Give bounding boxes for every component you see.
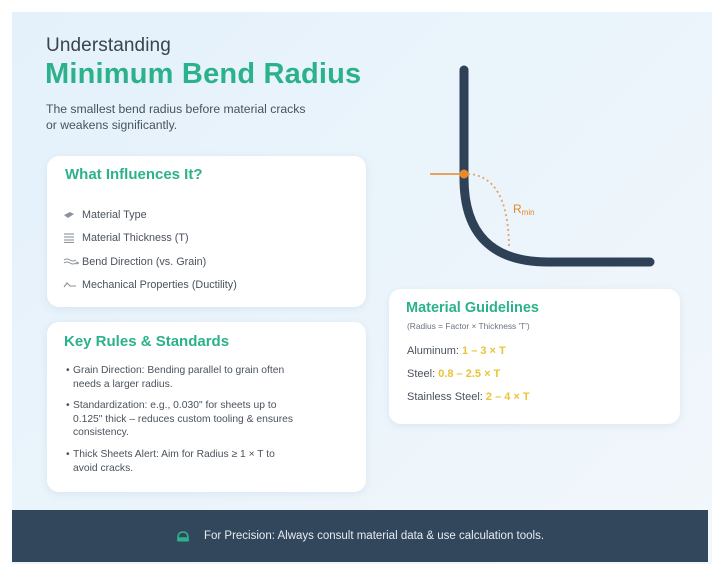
rule-text: Thick Sheets Alert: Aim for Radius ≥ 1 ×…: [73, 448, 275, 474]
footer-text: For Precision: Always consult material d…: [203, 530, 545, 542]
material-row: Steel: 0.8 – 2.5 × T: [407, 363, 530, 386]
bullet-icon: •: [66, 365, 70, 376]
influence-label: Bend Direction (vs. Grain): [82, 255, 207, 268]
influence-label: Material Thickness (T): [82, 232, 189, 245]
bullet-icon: •: [66, 400, 70, 412]
material-name: Stainless Steel:: [407, 391, 483, 403]
materials-title: Material Guidelines: [406, 300, 539, 316]
materials-formula-note: (Radius = Factor × Thickness 'T'): [407, 321, 530, 331]
bend-point-dot: [459, 169, 469, 179]
bent-sheet-shape: [459, 65, 655, 267]
rule-text: Standardization: e.g., 0.030" for sheets…: [73, 400, 294, 439]
rules-title: Key Rules & Standards: [64, 333, 230, 350]
footer-banner: For Precision: Always consult material d…: [12, 510, 708, 562]
influences-card: What Influences It? Material Type Materi…: [47, 156, 366, 307]
list-item: •Standardization: e.g., 0.030" for sheet…: [66, 399, 296, 440]
material-value: 0.8 – 2.5 × T: [438, 368, 501, 380]
eyebrow-heading: Understanding: [46, 35, 171, 56]
list-item: Bend Direction (vs. Grain): [63, 250, 237, 274]
rule-text: Grain Direction: Bending parallel to gra…: [73, 365, 285, 390]
grain-wave-icon: [63, 258, 80, 266]
material-value: 1 – 3 × T: [462, 345, 506, 357]
list-item: Material Type: [63, 203, 237, 227]
rules-list: •Grain Direction: Bending parallel to gr…: [66, 364, 296, 483]
bend-diagram: [430, 65, 655, 267]
influence-label: Mechanical Properties (Ductility): [82, 279, 237, 292]
rmin-main: R: [513, 202, 522, 216]
list-item: Mechanical Properties (Ductility): [63, 274, 237, 298]
list-item: •Thick Sheets Alert: Aim for Radius ≥ 1 …: [66, 448, 296, 475]
page-subtitle: The smallest bend radius before material…: [46, 102, 306, 132]
material-name: Aluminum:: [407, 345, 459, 357]
material-name: Steel:: [407, 368, 436, 380]
materials-list: Aluminum: 1 – 3 × T Steel: 0.8 – 2.5 × T…: [407, 340, 530, 409]
materials-card: Material Guidelines (Radius = Factor × T…: [389, 289, 680, 424]
rules-card: Key Rules & Standards •Grain Direction: …: [47, 322, 366, 492]
material-row: Stainless Steel: 2 – 4 × T: [407, 386, 530, 409]
influences-list: Material Type Material Thickness (T) Ben…: [63, 203, 237, 297]
radius-arc-dotted: [467, 173, 510, 247]
list-item: Material Thickness (T): [63, 227, 237, 251]
material-value: 2 – 4 × T: [485, 391, 530, 403]
rmin-subscript: min: [521, 208, 535, 217]
bullet-icon: •: [66, 448, 70, 460]
influences-title: What Influences It?: [65, 166, 203, 183]
thickness-layers-icon: [63, 233, 80, 244]
material-sheet-icon: [63, 211, 80, 219]
ductility-curve-icon: [63, 281, 80, 289]
influence-label: Material Type: [82, 208, 147, 221]
list-item: •Grain Direction: Bending parallel to gr…: [66, 364, 296, 391]
material-row: Aluminum: 1 – 3 × T: [407, 340, 530, 363]
rmin-label: Rmin: [513, 202, 535, 217]
page-title: Minimum Bend Radius: [45, 58, 362, 90]
helmet-icon: [176, 530, 190, 543]
